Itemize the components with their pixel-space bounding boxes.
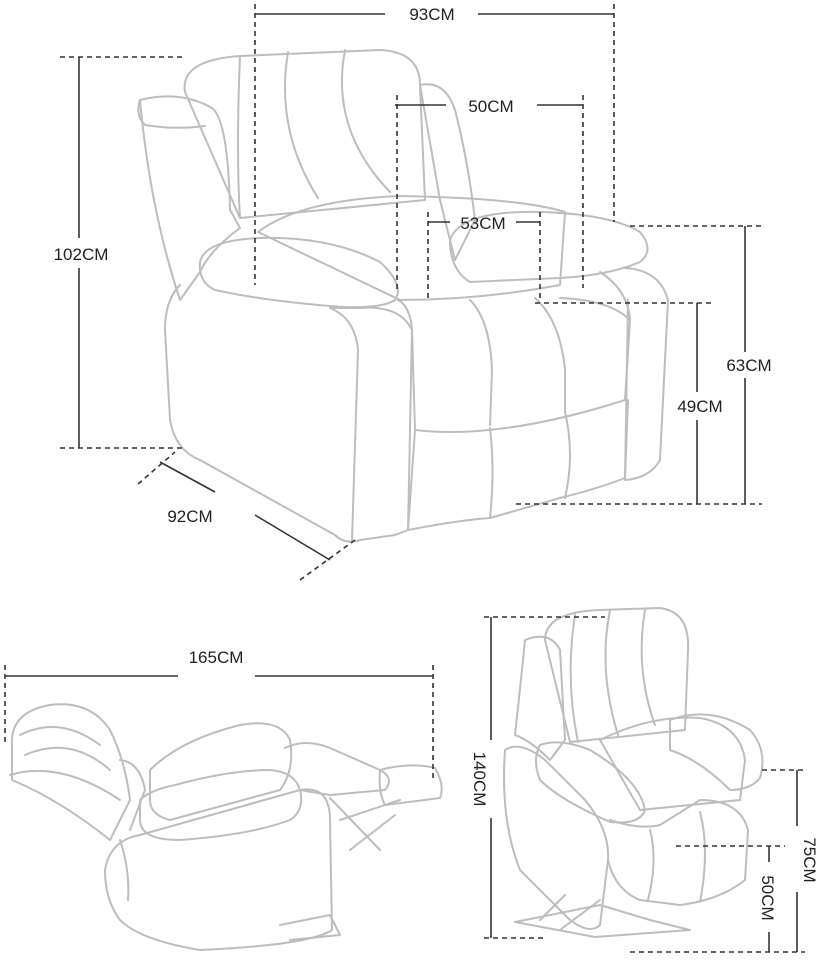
label-102cm: 102CM: [54, 245, 109, 264]
dim-102cm: 102CM: [54, 56, 185, 449]
dim-53cm: 53CM: [427, 212, 541, 300]
lift-chair-view: [503, 607, 764, 938]
dim-92cm: 92CM: [137, 451, 356, 581]
dim-140cm: 140CM: [470, 616, 605, 939]
label-93cm: 93CM: [409, 5, 454, 24]
label-92cm: 92CM: [167, 507, 212, 526]
label-50cm-lift-seat: 50CM: [758, 875, 777, 920]
label-75cm: 75CM: [800, 837, 819, 882]
dim-75cm: 75CM: [630, 769, 819, 953]
reclined-side-view: [9, 703, 443, 951]
label-50cm: 50CM: [468, 97, 513, 116]
label-49cm: 49CM: [677, 397, 722, 416]
dim-50cm-lift-seat: 50CM: [676, 845, 785, 952]
label-140cm: 140CM: [470, 752, 489, 807]
label-53cm: 53CM: [460, 214, 505, 233]
dim-50cm: 50CM: [395, 95, 584, 290]
dim-165cm: 165CM: [4, 648, 434, 780]
dim-93cm: 93CM: [254, 4, 615, 285]
front-view-recliner: [137, 49, 669, 543]
dim-49cm: 49CM: [535, 302, 723, 504]
label-63cm: 63CM: [726, 356, 771, 375]
dim-63cm: 63CM: [516, 225, 772, 505]
label-165cm: 165CM: [189, 648, 244, 667]
